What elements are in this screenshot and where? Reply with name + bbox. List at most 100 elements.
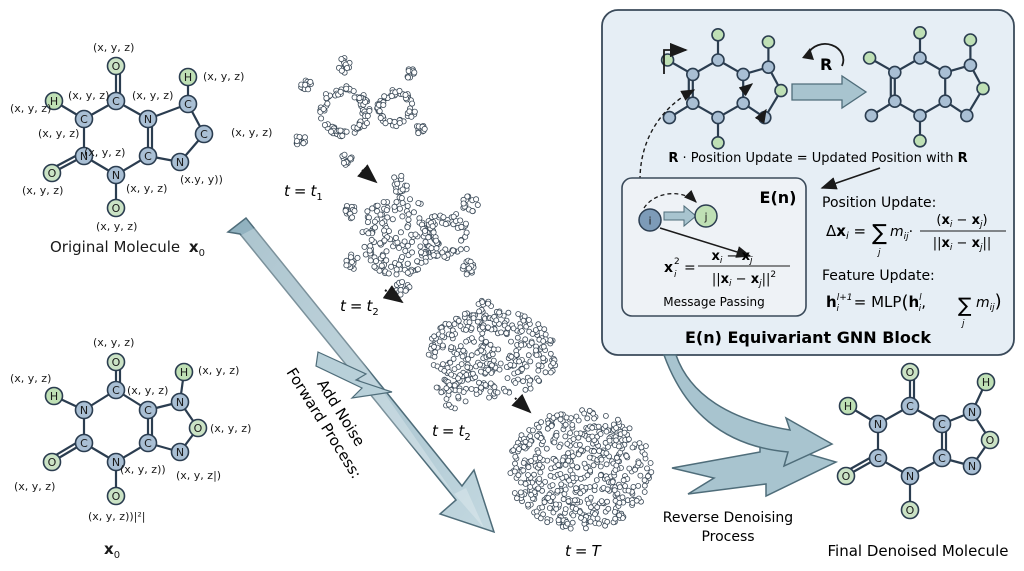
noise-point [625,487,632,494]
noise-point [587,494,594,501]
atom [962,456,982,476]
noise-point [453,351,460,357]
noise-point [615,416,621,423]
noise-point [394,180,401,187]
noise-point [300,140,307,147]
noise-point [623,453,630,459]
noise-point [555,462,562,468]
noise-point [540,355,547,362]
noise-point [351,207,358,214]
atom [963,58,978,72]
inner-box-title: E(n) [760,188,797,207]
noise-point [602,423,609,429]
svg-text:mij·: mij· [890,224,913,242]
noise-point [553,432,560,439]
noise-point [347,155,354,162]
coord-label: (x, y, z) [198,364,239,377]
noise-point [439,328,446,335]
caption-subscript: 0 [199,248,205,259]
svg-text:hl+1i = MLP(hli,: hl+1i = MLP(hli, [826,292,926,314]
atom [170,152,190,172]
noise-point [404,224,411,231]
noise-point [465,356,471,363]
noise-point [537,515,544,522]
noise-cloud-t2b [425,297,559,412]
atom-label: N [906,470,914,483]
noise-point [512,380,519,386]
noise-point [412,231,419,238]
noise-point [431,333,438,340]
noise-point [458,223,465,230]
noise-point [612,515,619,522]
noise-point [341,151,348,158]
noise-point [474,318,481,325]
noise-point [505,325,511,332]
noise-point [347,254,354,261]
noise-point [421,125,428,132]
noise-point [457,343,464,350]
noise-point [385,228,392,235]
noise-point [514,369,521,376]
svg-text:=: = [684,260,696,276]
noise-point [397,291,404,298]
noise-point [356,121,363,128]
svg-text:∑: ∑ [872,221,887,246]
noise-point [520,467,527,474]
noise-point [371,218,378,225]
noise-point [296,133,303,140]
atom-label: C [144,437,152,450]
noise-point [508,353,515,360]
noise-point [635,482,642,489]
noise-point [404,260,411,267]
noise-point [606,437,613,444]
noise-point [320,106,327,113]
noise-point [450,213,457,220]
noise-point [550,494,556,500]
noise-point [441,367,448,374]
noise-point [548,423,555,429]
atom [736,67,751,82]
noise-point [584,472,591,479]
atom-label: O [112,202,121,215]
noise-point [468,335,475,342]
noise-point [527,377,533,384]
noise-point [515,311,522,317]
noise-point [630,483,637,490]
noise-point [391,203,398,210]
noise-point [517,489,524,496]
gnn-output-molecule [862,25,990,148]
noise-point [541,499,548,506]
noise-point [428,245,435,252]
noise-point [564,440,571,447]
atom-label: H [50,95,58,108]
atom [711,136,725,150]
atom-label: C [80,113,88,126]
noise-point [478,335,485,342]
noise-point [562,433,569,440]
noise-point [534,432,540,439]
noise-point [479,324,486,331]
noise-point [567,430,573,437]
noise-point [466,319,473,326]
noise-point [595,423,602,430]
atom-label: H [180,366,188,379]
coord-label: (x, y, z) [231,126,272,139]
atom-label: O [194,422,203,435]
noise-point [603,412,609,419]
noise-point [451,382,458,389]
noise-point [569,519,576,526]
noise-point [439,342,446,349]
noise-point [598,498,605,505]
noise-point [587,467,593,474]
noise-point [473,386,480,393]
noise-point [473,196,480,203]
noise-point [408,249,415,256]
atom [106,380,126,400]
coord-label: (x, y, z) [22,184,63,197]
noise-point [626,425,633,432]
atom [938,94,953,108]
noise-point [433,237,440,244]
noise-point [527,385,534,392]
noise-point [537,455,543,461]
noise-point [487,380,494,387]
